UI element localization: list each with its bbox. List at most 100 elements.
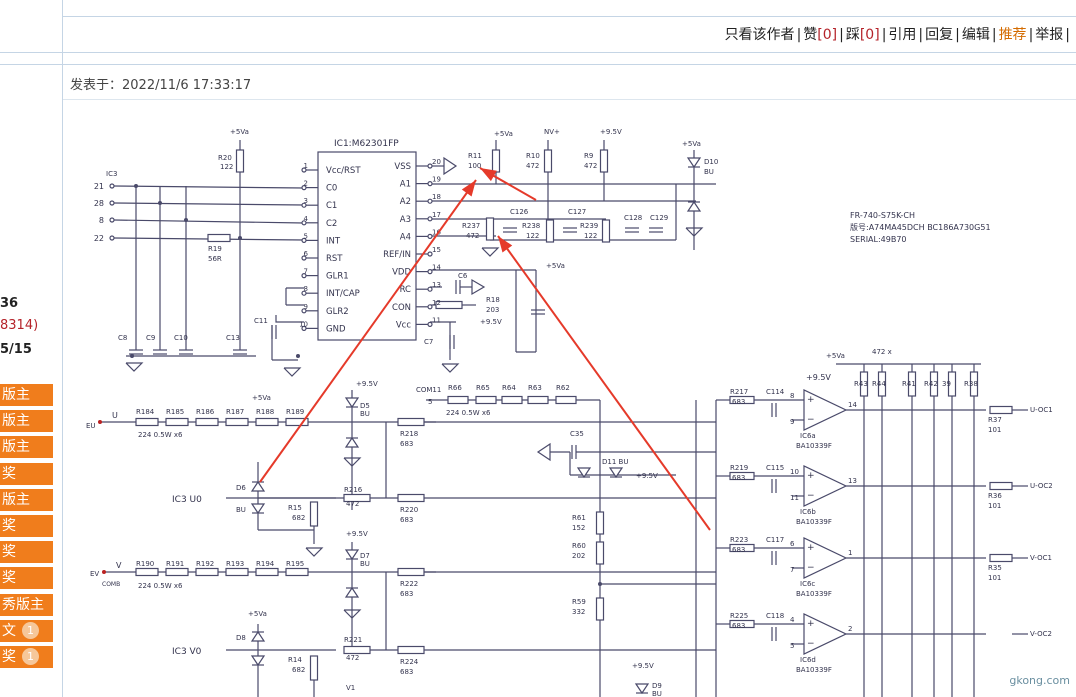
- resistor: [397, 493, 425, 503]
- resistor: [225, 417, 249, 427]
- schematic-wire: [113, 185, 305, 189]
- schematic-label: R218: [400, 430, 418, 438]
- schematic-label: C114: [766, 388, 785, 396]
- badge-label: 奖: [2, 570, 16, 587]
- user-badge[interactable]: 奖: [0, 567, 53, 590]
- resistor: [543, 149, 553, 173]
- schematic-label: 683: [732, 474, 745, 482]
- schematic-label: U: [112, 411, 118, 420]
- schematic-label: R222: [400, 580, 418, 588]
- schematic-label: +5Va: [682, 140, 701, 148]
- resistor: [595, 511, 605, 535]
- user-badge[interactable]: 秀版主: [0, 593, 53, 616]
- schematic-label: D8: [236, 634, 246, 642]
- schematic-label: 683: [732, 622, 745, 630]
- action-link[interactable]: 引用: [888, 27, 916, 43]
- schematic-label: C128: [624, 214, 642, 222]
- annotation-arrowhead: [480, 168, 497, 182]
- action-link[interactable]: 踩[0]: [846, 27, 880, 43]
- diode: [250, 655, 266, 667]
- schematic-label: R195: [286, 560, 304, 568]
- action-label: 回复: [925, 27, 954, 43]
- schematic-label: +5Va: [826, 352, 845, 360]
- schematic-label: C129: [650, 214, 668, 222]
- resistor: [545, 219, 555, 243]
- schematic-label: R192: [196, 560, 214, 568]
- comparator: [803, 389, 848, 431]
- badge-count: 1: [22, 621, 39, 639]
- resistor: [475, 395, 497, 405]
- schematic-label: +9.5V: [480, 318, 502, 326]
- schematic-label: A2: [400, 197, 411, 207]
- schematic-label: +9.5V: [636, 472, 658, 480]
- schematic-label: 3: [304, 197, 308, 205]
- schematic-label: C7: [424, 338, 433, 346]
- diode: [344, 549, 360, 561]
- schematic-label: GND: [326, 324, 346, 334]
- schematic-label: GLR2: [326, 307, 349, 317]
- pin: [427, 286, 433, 292]
- schematic-label: 1: [848, 549, 852, 557]
- schematic-label: 101: [988, 426, 1001, 434]
- pin: [427, 233, 433, 240]
- user-badge[interactable]: 奖: [0, 515, 53, 537]
- schematic-label: BU: [236, 506, 246, 514]
- schematic-label: R65: [476, 384, 490, 392]
- comparator: [803, 537, 848, 579]
- user-badge[interactable]: 版主: [0, 436, 53, 459]
- schematic-label: R189: [286, 408, 304, 416]
- schematic-label: R43: [854, 380, 868, 388]
- user-badge[interactable]: 奖: [0, 541, 53, 564]
- schematic-label: 8: [304, 285, 308, 293]
- pin: [301, 325, 307, 331]
- schematic-label: R37: [988, 416, 1002, 424]
- watermark: gkong.com: [1009, 674, 1070, 687]
- pin: [427, 269, 433, 275]
- ground-symbol: [343, 457, 362, 467]
- resistor: [877, 371, 887, 397]
- action-link[interactable]: 赞[0]: [803, 27, 837, 43]
- schematic-label: R185: [166, 408, 184, 416]
- action-link[interactable]: 只看该作者: [725, 27, 795, 43]
- pin: [109, 183, 115, 189]
- ic1-chip: [317, 151, 417, 341]
- user-badge[interactable]: 版主: [0, 410, 53, 433]
- action-link[interactable]: 回复: [925, 27, 953, 43]
- diode: [686, 157, 702, 169]
- schematic-label: 122: [220, 163, 233, 171]
- post-main: 只看该作者|赞[0]|踩[0]|引用|回复|编辑|推荐|举报| 发表于：2022…: [63, 0, 1076, 697]
- schematic-label: R41: [902, 380, 916, 388]
- schematic-label: BA10339F: [796, 666, 832, 674]
- pin: [109, 235, 115, 241]
- schematic-label: 版号:A74MA45DCH BC186A730G51: [850, 222, 991, 232]
- diode: [344, 586, 360, 598]
- schematic-label: RC: [400, 285, 411, 295]
- schematic-label: 4: [304, 215, 309, 223]
- diode: [250, 503, 266, 515]
- resistor: [397, 417, 425, 427]
- schematic-label: D11 BU: [602, 458, 628, 466]
- schematic-label: +5Va: [546, 262, 565, 270]
- schematic-label: R191: [166, 560, 184, 568]
- action-link[interactable]: 举报: [1035, 27, 1063, 43]
- action-link[interactable]: 推荐: [999, 27, 1027, 43]
- schematic-label: 224 0.5W x6: [138, 582, 183, 590]
- user-badge[interactable]: 版主: [0, 488, 53, 511]
- comparator: [803, 613, 848, 655]
- schematic-label: BA10339F: [796, 442, 832, 450]
- resistor: [501, 395, 523, 405]
- schematic-label: D7: [360, 552, 370, 560]
- action-link[interactable]: 编辑: [962, 27, 990, 43]
- user-badge[interactable]: 奖: [0, 462, 53, 485]
- schematic-label: 202: [572, 552, 585, 560]
- diode: [608, 467, 624, 479]
- user-badge[interactable]: 版主: [0, 384, 53, 406]
- schematic-label: R11: [468, 152, 482, 160]
- schematic-label: 6: [304, 250, 309, 258]
- schematic-label: 683: [400, 668, 413, 676]
- schematic-label: +5Va: [494, 130, 513, 138]
- resistor: [859, 371, 869, 397]
